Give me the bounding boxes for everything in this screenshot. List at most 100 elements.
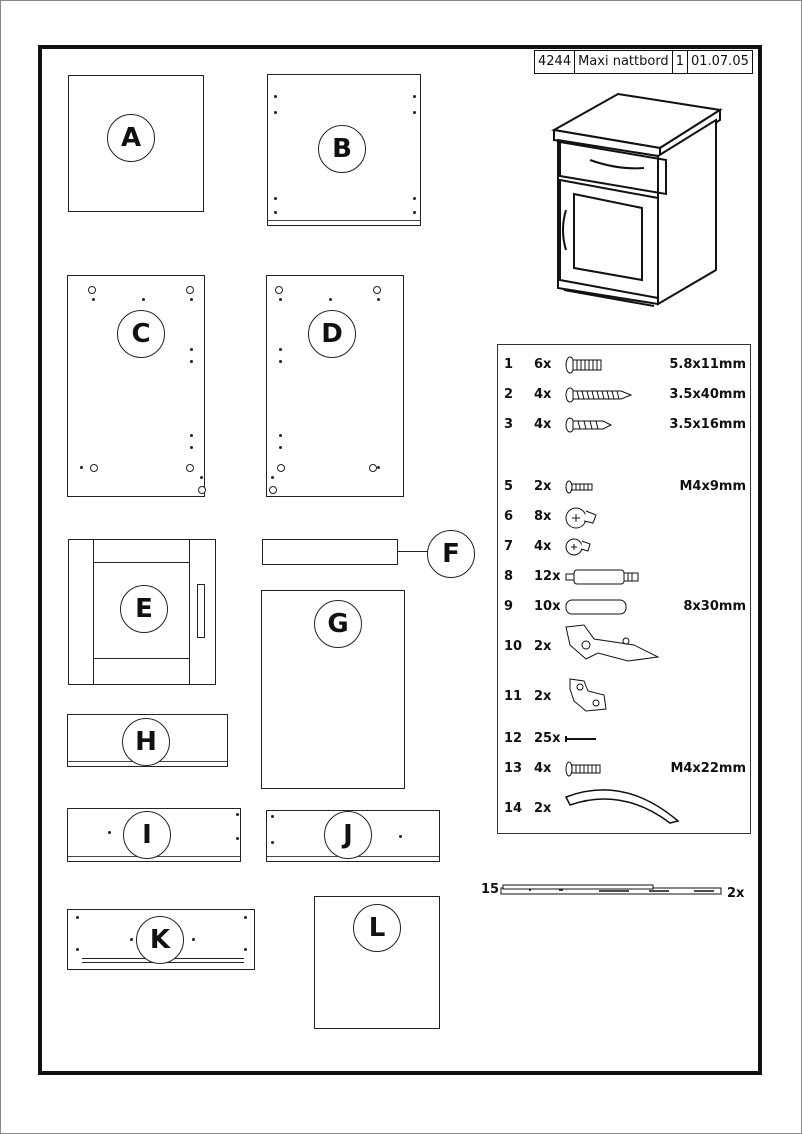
hole	[271, 815, 274, 818]
hardware-number: 13	[504, 761, 523, 776]
product-name: Maxi nattbord	[575, 51, 673, 73]
hinge-icon	[565, 624, 660, 662]
hinge-plate-icon	[569, 678, 607, 712]
sheet-number: 1	[673, 51, 688, 73]
panel-edge	[268, 220, 420, 221]
cam-lock-icon	[565, 507, 597, 529]
drawer-runner-icon	[500, 884, 722, 895]
hardware-row-12: 12 25x	[498, 727, 750, 751]
hardware-quantity: 2x	[534, 479, 552, 494]
cam-hole	[186, 286, 194, 294]
hole	[279, 434, 282, 437]
hardware-row-13: 13 4x M4x22mm	[498, 757, 750, 781]
wooden-dowel-icon	[565, 599, 627, 615]
hardware-number: 11	[504, 689, 523, 704]
cam-hole	[373, 286, 381, 294]
hardware-row-8: 8 12x	[498, 565, 750, 589]
hardware-number: 10	[504, 639, 523, 654]
hardware-row-10: 10 2x	[498, 624, 750, 662]
hole	[236, 813, 239, 816]
hole	[244, 948, 247, 951]
long-wood-screw-icon	[565, 387, 633, 403]
hardware-number: 15	[481, 882, 500, 897]
part-label-f: F	[427, 530, 475, 578]
hole	[413, 197, 416, 200]
hole	[399, 835, 402, 838]
hole	[279, 446, 282, 449]
panel-d	[266, 275, 404, 497]
hole	[92, 298, 95, 301]
panel-f	[262, 539, 398, 565]
part-label-b: B	[318, 125, 366, 173]
door-stile-left	[93, 540, 94, 684]
hardware-row-3: 3 4x 3.5x16mm	[498, 413, 750, 437]
panel-g	[261, 590, 405, 789]
part-label-i: I	[123, 811, 171, 859]
hardware-size: 3.5x40mm	[669, 387, 746, 402]
hole	[271, 841, 274, 844]
hardware-number: 3	[504, 417, 514, 432]
hardware-number: 2	[504, 387, 514, 402]
hole	[236, 837, 239, 840]
hardware-quantity: 4x	[534, 417, 552, 432]
hardware-number: 8	[504, 569, 514, 584]
hardware-quantity: 2x	[727, 886, 745, 901]
hole	[413, 111, 416, 114]
revision-date: 01.07.05	[690, 54, 749, 69]
hole	[130, 938, 133, 941]
hardware-quantity: 2x	[534, 639, 552, 654]
cam-hole	[186, 464, 194, 472]
hardware-number: 7	[504, 539, 514, 554]
hole	[190, 298, 193, 301]
cam-hole	[88, 286, 96, 294]
hardware-size: 5.8x11mm	[669, 357, 746, 372]
hardware-row-2: 2 4x 3.5x40mm	[498, 383, 750, 407]
hardware-size: M4x9mm	[679, 479, 746, 494]
part-label-e: E	[120, 585, 168, 633]
hardware-size: 8x30mm	[683, 599, 746, 614]
part-label-c: C	[117, 310, 165, 358]
door-handle-slot	[197, 584, 205, 638]
handle-screw-icon	[565, 761, 601, 777]
part-label-l: L	[353, 904, 401, 952]
nail-icon	[565, 736, 596, 742]
door-rail-bottom	[93, 658, 189, 659]
hardware-number: 9	[504, 599, 514, 614]
hardware-size: 3.5x16mm	[669, 417, 746, 432]
cam-hole	[198, 486, 206, 494]
cam-hole	[90, 464, 98, 472]
hardware-row-7: 7 4x	[498, 535, 750, 559]
hardware-quantity: 10x	[534, 599, 561, 614]
hardware-quantity: 2x	[534, 689, 552, 704]
drawing-frame	[38, 45, 762, 1075]
hardware-number: 12	[504, 731, 523, 746]
title-block: 4244 Maxi nattbord 1 01.07.05	[534, 50, 753, 74]
leader-arrow	[398, 551, 428, 552]
curved-handle-icon	[564, 789, 680, 824]
hardware-row-11: 11 2x	[498, 678, 750, 712]
door-stile-right	[189, 540, 190, 684]
hardware-size: M4x22mm	[670, 761, 746, 776]
hole	[279, 298, 282, 301]
hardware-row-1: 1 6x 5.8x11mm	[498, 353, 750, 377]
part-label-k: K	[136, 916, 184, 964]
hole	[244, 916, 247, 919]
cam-hole	[277, 464, 285, 472]
hardware-quantity: 4x	[534, 387, 552, 402]
hardware-quantity: 4x	[534, 539, 552, 554]
product-code: 4244	[535, 51, 576, 73]
hole	[274, 95, 277, 98]
cam-hole	[369, 464, 377, 472]
short-wood-screw-icon	[565, 417, 613, 433]
hole	[108, 831, 111, 834]
hole	[329, 298, 332, 301]
hole	[279, 360, 282, 363]
hole	[377, 466, 380, 469]
door-rail-top	[93, 562, 189, 563]
cam-hole	[269, 486, 277, 494]
hole	[274, 211, 277, 214]
hole	[80, 466, 83, 469]
panel-c	[67, 275, 206, 497]
hole	[413, 211, 416, 214]
hardware-quantity: 12x	[534, 569, 561, 584]
